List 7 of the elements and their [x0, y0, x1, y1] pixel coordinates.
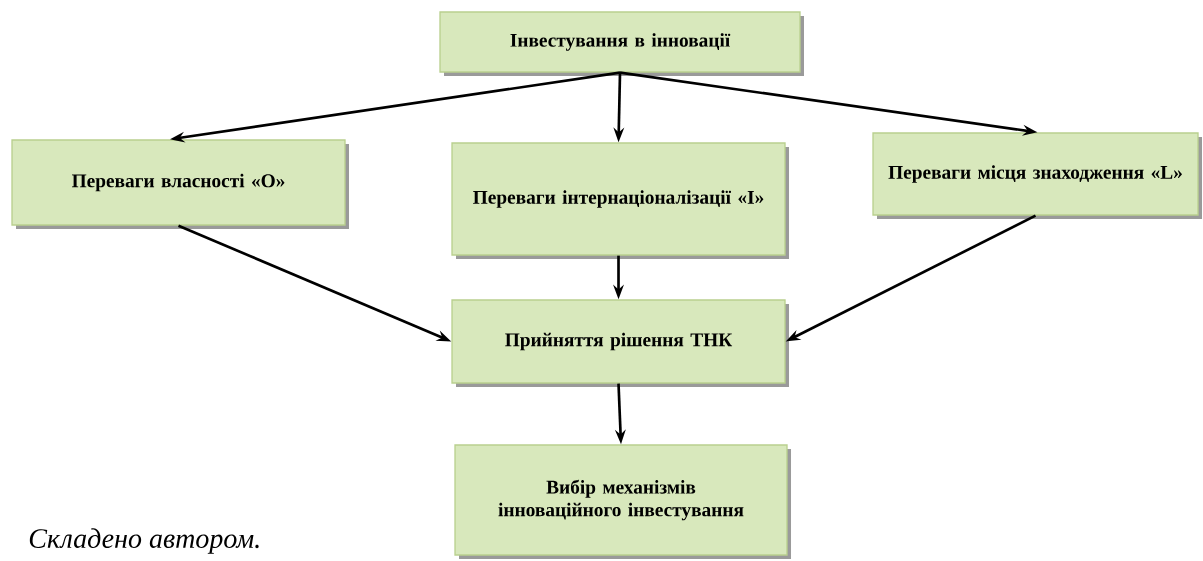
process-box: Інвестування в інновації: [439, 11, 804, 76]
process-box: Переваги місця знаходження «L»: [872, 132, 1202, 219]
process-box: Вибір механізмів інноваційного інвестування: [454, 444, 791, 559]
caption: Складено автором.: [29, 528, 259, 554]
process-box: Переваги інтернаціоналізації «I»: [451, 142, 789, 259]
process-box: Прийняття рішення ТНК: [451, 299, 789, 387]
process-box: Переваги власності «О»: [11, 139, 349, 229]
